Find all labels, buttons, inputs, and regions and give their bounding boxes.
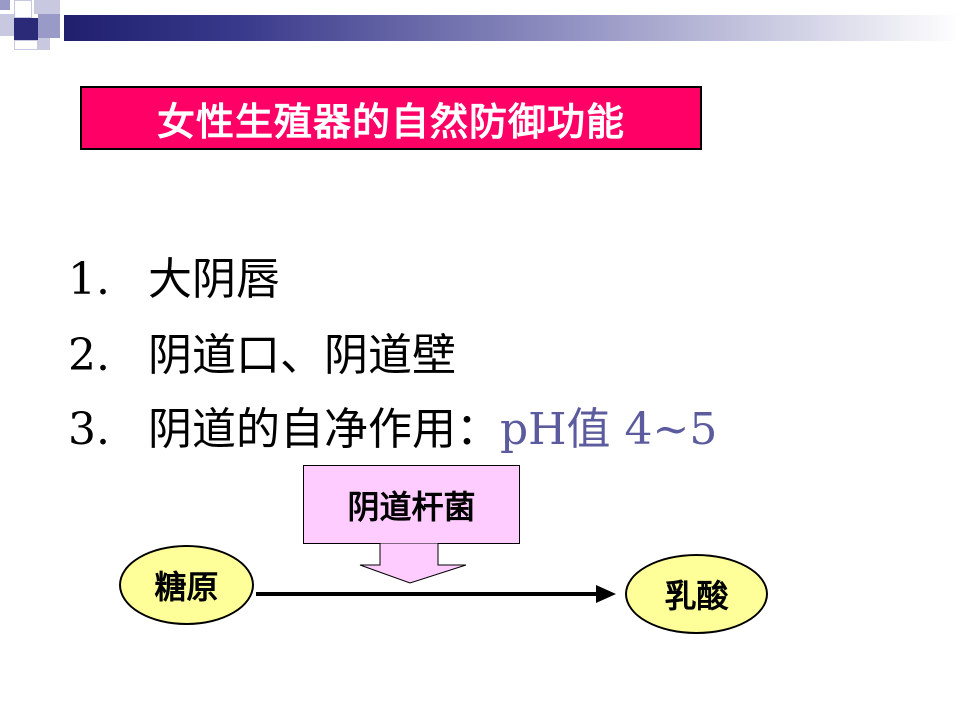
decor-square <box>34 0 60 14</box>
decor-square <box>14 40 38 50</box>
list-number: 1. <box>68 254 110 305</box>
list-number: 3. <box>68 404 110 455</box>
list-number: 2. <box>68 330 110 381</box>
flow-arrow-icon <box>256 585 616 603</box>
header-gradient-bar <box>64 15 960 41</box>
list-text: 阴道的自净作用： <box>148 404 500 455</box>
decor-square <box>38 14 60 38</box>
down-arrow-icon <box>359 543 467 584</box>
lactic-acid-label: 乳酸 <box>664 577 729 615</box>
bacteria-box: 阴道杆菌 <box>303 465 520 544</box>
slide-title: 女性生殖器的自然防御功能 <box>156 99 625 144</box>
decor-square <box>14 18 38 40</box>
lactic-acid-ellipse: 乳酸 <box>625 554 768 634</box>
decor-square <box>14 0 32 18</box>
list-item: 3.阴道的自净作用：pH值 4~5 <box>68 408 717 452</box>
list-text: 阴道口、阴道壁 <box>148 330 456 381</box>
list-text: 大阴唇 <box>148 254 280 305</box>
decor-square <box>0 14 14 36</box>
list-item: 2.阴道口、阴道壁 <box>68 334 456 378</box>
list-item: 1.大阴唇 <box>68 258 280 302</box>
decor-square <box>38 38 50 50</box>
ph-value: pH值 4~5 <box>500 404 718 455</box>
decor-square <box>0 0 10 10</box>
glycogen-label: 糖原 <box>154 568 219 606</box>
glycogen-ellipse: 糖原 <box>119 545 254 625</box>
bacteria-label: 阴道杆菌 <box>347 487 476 526</box>
title-box: 女性生殖器的自然防御功能 <box>80 86 702 150</box>
